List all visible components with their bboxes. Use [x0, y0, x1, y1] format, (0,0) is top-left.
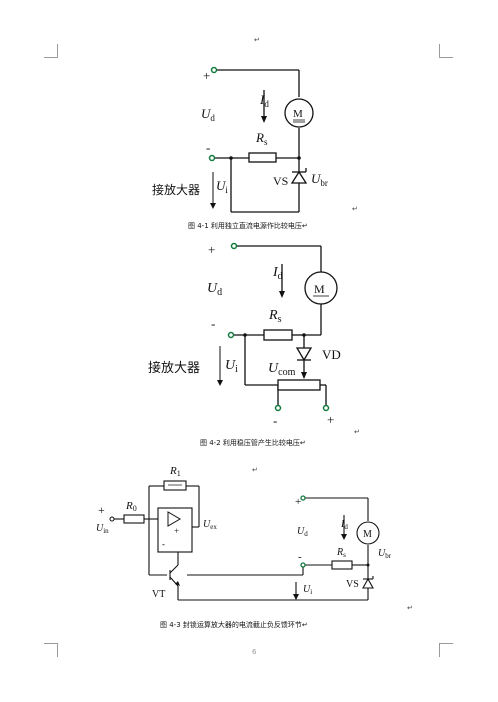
fig1-ui: Ui [216, 178, 228, 195]
fig2-rs: Rs [268, 308, 282, 325]
opamp-triangle [167, 511, 181, 527]
potentiometer [277, 379, 321, 391]
fig2-amp-label: 接放大器 [148, 360, 200, 376]
resistor-r1 [163, 480, 187, 491]
zener-diode [362, 576, 374, 589]
input-terminal [109, 516, 115, 522]
crop-mark-bottom-right [439, 643, 440, 657]
zener-diode [290, 168, 308, 184]
fig3-vs: VS [346, 579, 359, 590]
diode-vd [295, 347, 313, 362]
opamp-block [157, 507, 193, 553]
fig3-minus: - [298, 551, 302, 563]
paragraph-mark: ↵ [354, 428, 360, 436]
paragraph-mark: ↵ [254, 36, 260, 44]
motor-symbol [284, 98, 314, 128]
crop-mark-bottom-right-h [439, 643, 453, 644]
resistor-rs [248, 152, 277, 163]
motor-label: M [363, 529, 372, 540]
fig3-r0: R0 [125, 500, 137, 513]
fig3-ud: Ud [297, 526, 308, 538]
crop-mark-top-left [57, 44, 58, 58]
motor-symbol [356, 521, 380, 545]
terminal-plus [230, 242, 238, 250]
fig3-rs: Rs [336, 547, 346, 559]
resistor-rs [331, 560, 353, 570]
fig2-bottom-plus: + [327, 412, 334, 427]
fig3-uex: Uex [203, 519, 217, 531]
fig3-op-plus: + [174, 526, 179, 536]
terminal-minus [208, 154, 216, 162]
paragraph-mark: ↵ [407, 604, 413, 612]
terminal-minus [300, 562, 306, 568]
fig3-id: Id [340, 519, 348, 531]
crop-mark-bottom-left-h [44, 643, 58, 644]
fig1-amp-label: 接放大器 [152, 182, 200, 197]
fig1-id: Id [259, 92, 269, 109]
figure-caption: 图 4-1 利用独立直流电源作比较电压↵ [188, 222, 308, 230]
fig2-ui: Ui [225, 358, 238, 375]
fig1-rs: Rs [255, 130, 268, 147]
fig3-ubr: Ubr [378, 548, 392, 560]
fig2-ud: Ud [207, 281, 222, 298]
terminal-minus [227, 331, 235, 339]
resistor-rs [263, 329, 293, 341]
terminal-plus [210, 66, 218, 74]
crop-mark-top-left-h [44, 57, 58, 58]
motor-label: M [314, 282, 325, 296]
fig3-uin: Uin [96, 523, 109, 535]
fig1-ud: Ud [201, 106, 215, 123]
figure-caption: 图 4-3 封锁运算放大器的电流截止负反馈环节↵ [160, 621, 308, 629]
fig3-op-minus: - [162, 539, 165, 549]
fig1-plus: + [203, 68, 210, 83]
fig3-ui: Ui [303, 584, 312, 596]
terminal-plus [300, 495, 306, 501]
fig3-vt: VT [152, 589, 165, 600]
fig1-ubr: Ubr [311, 171, 328, 188]
paragraph-mark: ↵ [252, 466, 258, 474]
fig1-vs: VS [273, 174, 288, 188]
crop-mark-top-right [439, 44, 440, 58]
crop-mark-top-right-h [439, 57, 453, 58]
fig2-bottom-minus: - [273, 413, 277, 428]
page-number: 6 [252, 648, 257, 656]
fig3-plus-input: + [98, 503, 105, 517]
resistor-r0 [123, 514, 145, 524]
figure-caption: 图 4-2 利用稳压管产生比较电压↵ [200, 439, 306, 447]
terminal-bottom-plus [322, 404, 330, 412]
fig2-vd: VD [322, 347, 341, 362]
fig2-ucom: Ucom [268, 361, 296, 378]
fig2-id: Id [272, 265, 283, 282]
fig1-minus: - [206, 140, 210, 155]
fig2-plus: + [208, 242, 215, 257]
fig3-plus: + [295, 496, 301, 508]
terminal-bottom-minus [274, 404, 282, 412]
motor-label: M [293, 108, 303, 120]
paragraph-mark: ↵ [352, 205, 358, 213]
crop-mark-bottom-left [57, 643, 58, 657]
fig2-minus: - [211, 316, 215, 331]
fig3-r1: R1 [169, 465, 181, 478]
